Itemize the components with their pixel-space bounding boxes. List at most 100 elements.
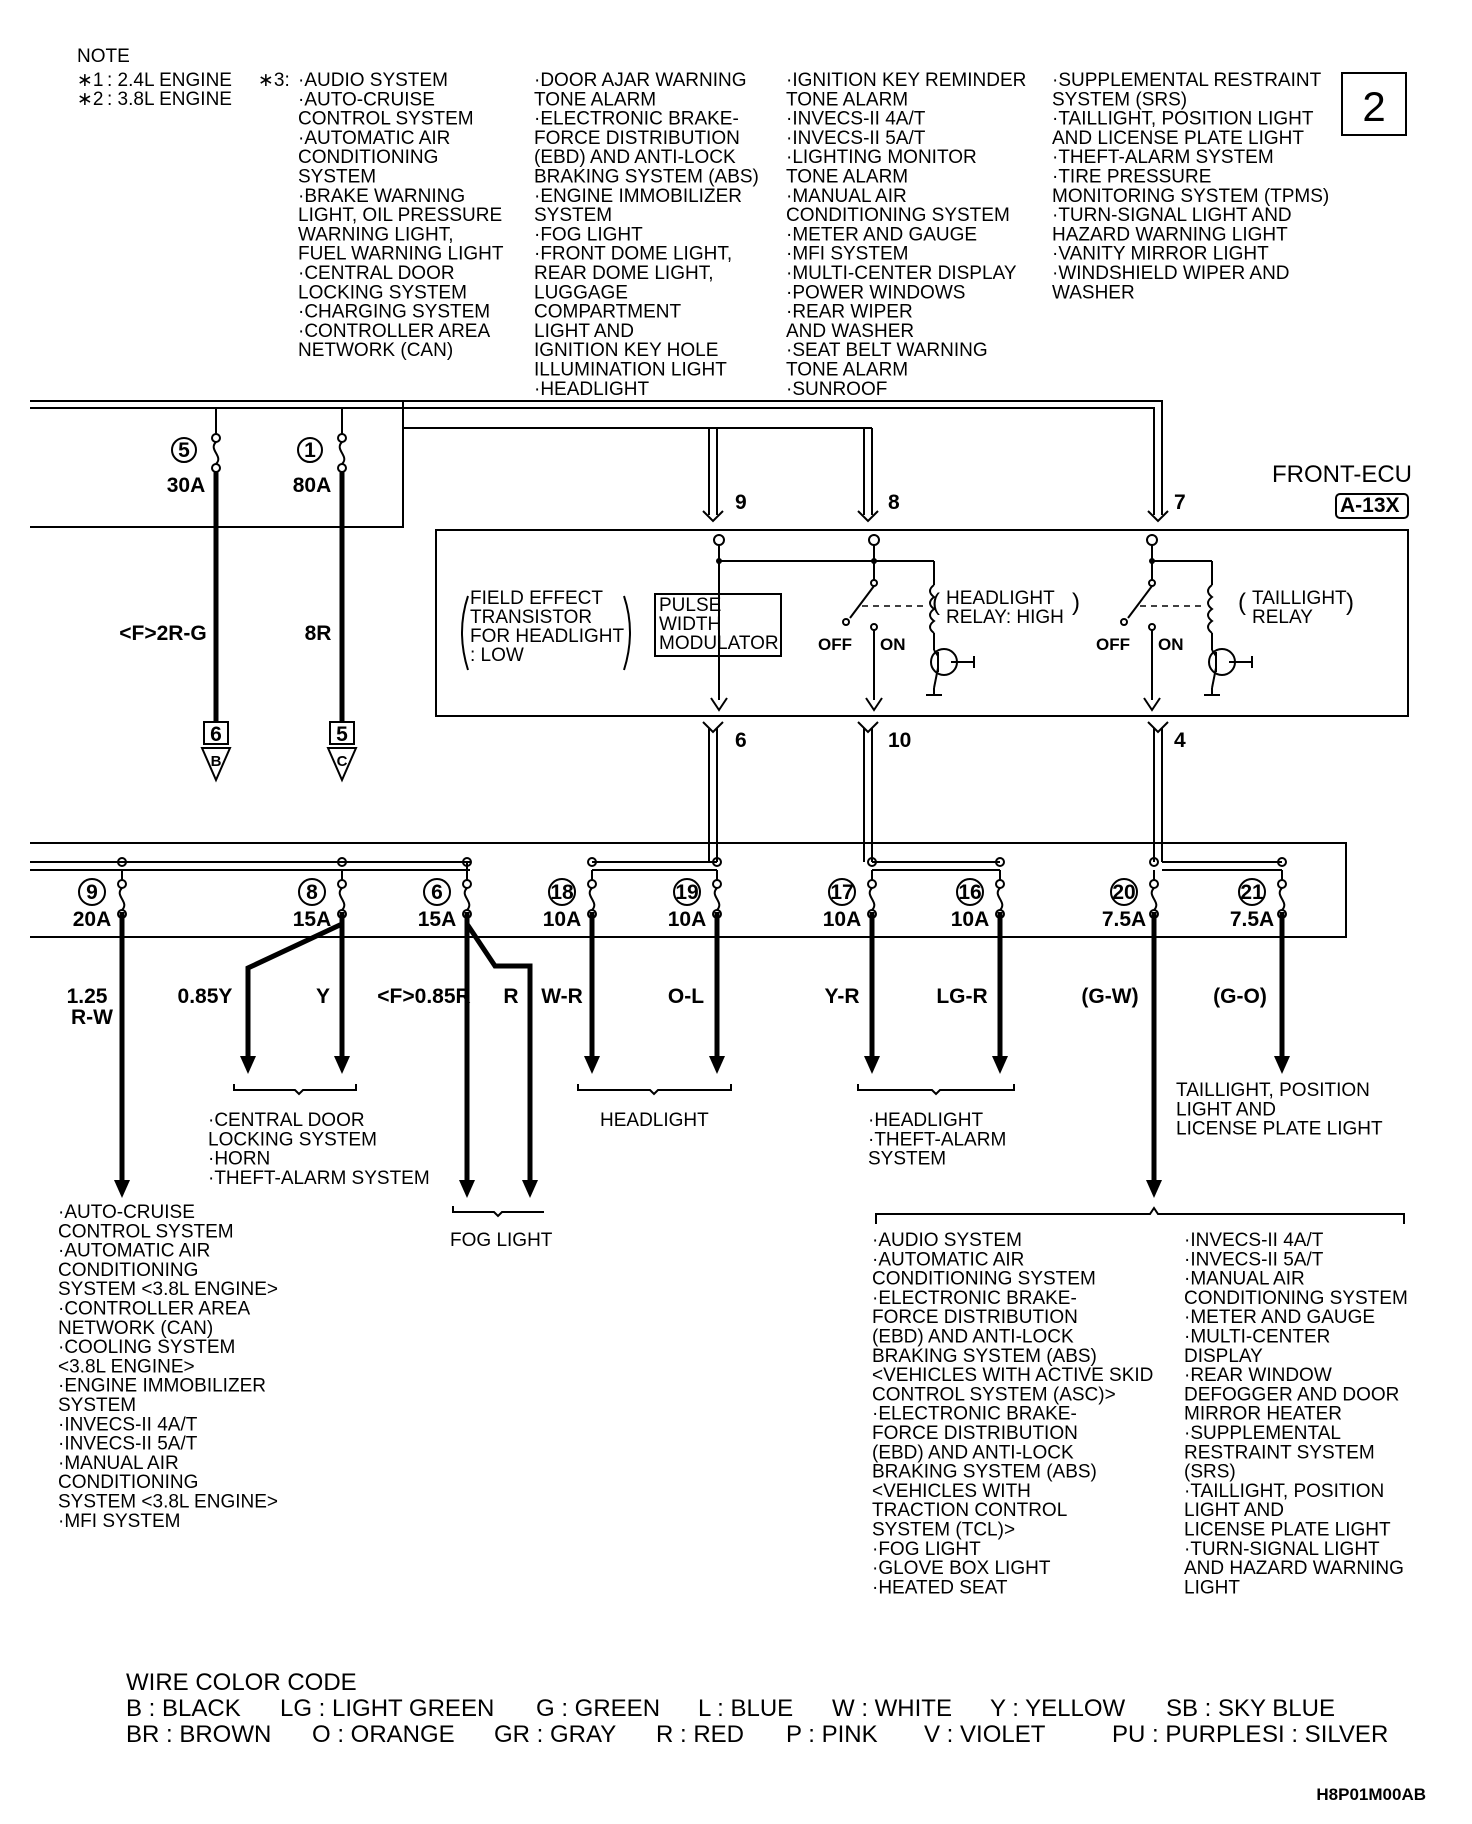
wire-color-entry: O : ORANGE xyxy=(312,1721,455,1748)
wire-color-entry: W : WHITE xyxy=(832,1695,952,1722)
bottom-fuse-box xyxy=(30,842,1347,938)
fuse-number: 6 xyxy=(431,881,443,904)
text-line: LUGGAGE xyxy=(534,282,628,303)
text-line: BRAKING SYSTEM (ABS) xyxy=(534,167,759,188)
text-line: NETWORK (CAN) xyxy=(298,340,453,361)
dest-central-door: ·CENTRAL DOOR LOCKING SYSTEM·HORN·THEFT-… xyxy=(208,1110,430,1189)
text-line: <VEHICLES WITH xyxy=(872,1481,1031,1502)
text-line: ·INVECS-II 5A/T xyxy=(786,128,926,149)
text-line: WIDTH xyxy=(659,614,721,635)
note-column-2: ·DOOR AJAR WARNING TONE ALARM·ELECTRONIC… xyxy=(534,70,759,400)
text-line: ·REAR WIPER xyxy=(786,302,913,323)
text-line: ·HEADLIGHT xyxy=(868,1110,983,1131)
fuse-number: 17 xyxy=(830,881,853,904)
text-line: <3.8L ENGINE> xyxy=(58,1356,195,1377)
wire-085y: 0.85Y xyxy=(178,985,233,1008)
text-line: ·CONTROLLER AREA xyxy=(298,321,490,342)
text-line: LIGHT AND xyxy=(534,321,634,342)
text-line: ·DOOR AJAR WARNING xyxy=(534,70,747,91)
text-line: RESTRAINT SYSTEM xyxy=(1184,1442,1375,1463)
text-line: ·MANUAL AIR xyxy=(58,1453,179,1474)
text-line: AND HAZARD WARNING xyxy=(1184,1558,1404,1579)
text-line: LOCKING SYSTEM xyxy=(298,282,467,303)
svg-text:): ) xyxy=(1072,589,1080,616)
text-line: RELAY xyxy=(1252,607,1313,628)
svg-text:): ) xyxy=(1346,589,1354,616)
text-line: FUEL WARNING LIGHT xyxy=(298,244,504,265)
text-line: ·AUDIO SYSTEM xyxy=(872,1230,1022,1251)
text-line: FOR HEADLIGHT xyxy=(470,626,625,647)
text-line: REAR DOME LIGHT, xyxy=(534,263,713,284)
dest-fog-light: FOG LIGHT xyxy=(450,1230,553,1251)
text-line: LIGHT xyxy=(1184,1577,1240,1598)
wire-gw: (G-W) xyxy=(1081,985,1138,1008)
text-line: ·THEFT-ALARM SYSTEM xyxy=(208,1168,430,1189)
ecu-outputs: 6 10 4 xyxy=(702,721,1186,862)
text-line: ·CENTRAL DOOR xyxy=(298,263,455,284)
text-line: FORCE DISTRIBUTION xyxy=(872,1423,1078,1444)
text-line: ·WINDSHIELD WIPER AND xyxy=(1052,263,1290,284)
dest-headlight-theft: ·HEADLIGHT·THEFT-ALARM SYSTEM xyxy=(868,1110,1006,1170)
text-line: ·SUPPLEMENTAL RESTRAINT xyxy=(1052,70,1322,91)
text-line: ·AUTOMATIC AIR xyxy=(872,1249,1024,1270)
text-line: SYSTEM <3.8L ENGINE> xyxy=(58,1279,278,1300)
text-line: MONITORING SYSTEM (TPMS) xyxy=(1052,186,1329,207)
text-line: ·VANITY MIRROR LIGHT xyxy=(1052,244,1269,265)
text-line: CONTROL SYSTEM xyxy=(58,1221,234,1242)
text-line: CONDITIONING xyxy=(298,147,438,168)
text-line: CONTROL SYSTEM (ASC)> xyxy=(872,1384,1116,1405)
text-line: SYSTEM xyxy=(298,167,376,188)
text-line: BRAKING SYSTEM (ABS) xyxy=(872,1462,1097,1483)
text-line: ·AUTO-CRUISE xyxy=(298,89,435,110)
text-line: SYSTEM xyxy=(534,205,612,226)
text-line: ·CENTRAL DOOR xyxy=(208,1110,365,1131)
fuse-1-rating: 80A xyxy=(293,474,332,497)
text-line: (SRS) xyxy=(1184,1462,1236,1483)
text-line: ILLUMINATION LIGHT xyxy=(534,360,727,381)
fuse-number: 9 xyxy=(86,881,98,904)
text-line: CONDITIONING SYSTEM xyxy=(872,1269,1096,1290)
text-line: ·SEAT BELT WARNING xyxy=(786,340,988,361)
wire-f085r: <F>0.85R xyxy=(377,985,470,1008)
note-column-1: ·AUDIO SYSTEM·AUTO-CRUISE CONTROL SYSTEM… xyxy=(298,70,504,361)
text-line: TONE ALARM xyxy=(786,360,908,381)
text-line: ·ELECTRONIC BRAKE- xyxy=(872,1288,1077,1309)
text-line: LICENSE PLATE LIGHT xyxy=(1184,1520,1391,1541)
top-fuse-box: 9 8 7 5 30A <F>2R-G 6 B 1 80A xyxy=(30,400,1186,783)
text-line: TONE ALARM xyxy=(786,167,908,188)
fuse-rating: 10A xyxy=(668,908,707,931)
text-line: FORCE DISTRIBUTION xyxy=(534,128,740,149)
text-line: SYSTEM (TCL)> xyxy=(872,1520,1015,1541)
text-line: LIGHT AND xyxy=(1184,1500,1284,1521)
text-line: AND LICENSE PLATE LIGHT xyxy=(1052,128,1304,149)
bottom-fuse-row: 920A815A615A1810A1910A1710A1610A207.5A21… xyxy=(73,857,1287,931)
text-line: TAILLIGHT xyxy=(1252,588,1347,609)
note-mark-3: ∗3: xyxy=(258,70,290,91)
text-line: PULSE xyxy=(659,595,721,616)
fuse-rating: 10A xyxy=(543,908,582,931)
text-line: ·POWER WINDOWS xyxy=(786,282,965,303)
text-line: SYSTEM <3.8L ENGINE> xyxy=(58,1492,278,1513)
ecu-pin-4: 4 xyxy=(1174,729,1186,752)
text-line: ·AUDIO SYSTEM xyxy=(298,70,448,91)
fuse-number: 19 xyxy=(675,881,698,904)
text-line: IGNITION KEY HOLE xyxy=(534,340,718,361)
page-number: 2 xyxy=(1362,83,1385,130)
text-line: TONE ALARM xyxy=(534,89,656,110)
svg-text:(: ( xyxy=(1238,589,1246,616)
text-line: CONDITIONING xyxy=(58,1260,198,1281)
text-line: ·TIRE PRESSURE xyxy=(1052,167,1211,188)
text-line: SYSTEM xyxy=(868,1149,946,1170)
text-line: CONDITIONING xyxy=(58,1472,198,1493)
connector-5: 5 xyxy=(336,723,348,746)
text-line: AND WASHER xyxy=(786,321,914,342)
text-line: ·REAR WINDOW xyxy=(1184,1365,1332,1386)
text-line: ·ELECTRONIC BRAKE- xyxy=(872,1404,1077,1425)
fuse-21: 217.5A xyxy=(1230,857,1287,931)
note-column-4: ·SUPPLEMENTAL RESTRAINT SYSTEM (SRS)·TAI… xyxy=(1052,70,1329,303)
